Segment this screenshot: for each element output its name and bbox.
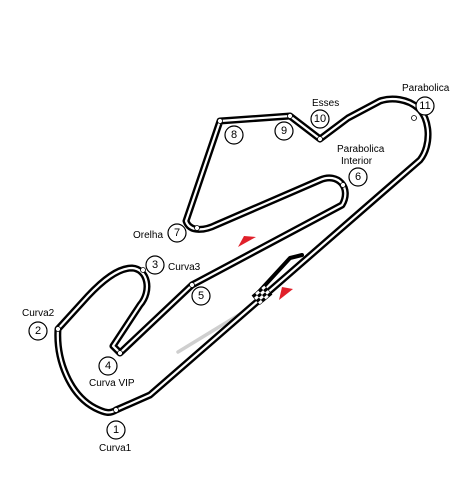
label-parabolica: Parabolica [402, 83, 450, 94]
turn-9: 9 [274, 121, 294, 141]
corner-markers [55, 113, 417, 413]
turn-number: 7 [174, 227, 180, 239]
turn-number: 2 [35, 325, 41, 337]
track [54, 95, 432, 416]
turn-number: 11 [419, 100, 430, 112]
turn-6: 6 [348, 167, 368, 187]
label-parabolica-interior-line1: Parabolica [337, 144, 385, 155]
turn-11: 11 [415, 96, 435, 116]
turn-number: 3 [152, 259, 158, 271]
label-curva-vip: Curva VIP [89, 378, 135, 389]
label-orelha: Orelha [133, 230, 163, 241]
turn-number: 9 [281, 125, 287, 137]
turn-number: 10 [314, 113, 326, 125]
turn-1: 1 [106, 420, 126, 440]
chequered-flag-icon [251, 284, 273, 306]
red-triangle-arrow-icon [279, 287, 293, 300]
label-curva2: Curva2 [22, 308, 55, 319]
turn-number: 4 [105, 360, 111, 372]
turn-5: 5 [191, 286, 211, 306]
label-curva3: Curva3 [168, 262, 201, 273]
turn-number: 5 [198, 290, 204, 302]
turn-2: 2 [28, 321, 48, 341]
turn-8: 8 [224, 125, 244, 145]
turn-4: 4 [98, 356, 118, 376]
label-esses: Esses [312, 98, 339, 109]
turn-number: 1 [113, 424, 119, 436]
label-parabolica-interior-line2: Interior [341, 156, 373, 167]
turn-7: 7 [167, 223, 187, 243]
turn-number: 8 [231, 129, 237, 141]
label-curva1: Curva1 [99, 443, 132, 454]
turn-10: 10 [310, 109, 330, 129]
pit-entry [254, 253, 304, 297]
turn-3: 3 [145, 255, 165, 275]
red-triangle-arrow-icon [238, 236, 256, 247]
turn-number: 6 [355, 171, 361, 183]
